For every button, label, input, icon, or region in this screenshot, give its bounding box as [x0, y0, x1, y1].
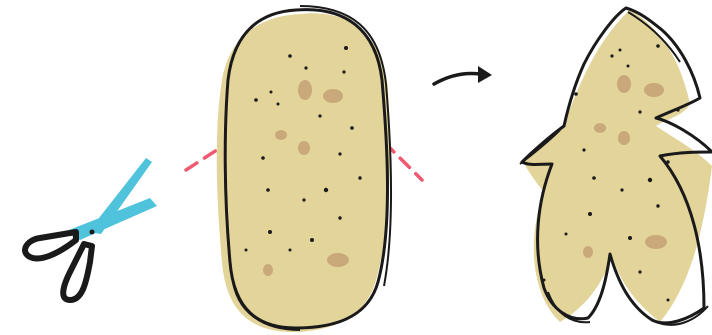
scissors-handle-right	[63, 244, 92, 300]
scissors-icon	[25, 158, 157, 300]
curved-arrow-icon	[434, 66, 492, 84]
dough-oval-fill	[217, 13, 390, 332]
scissors-handle-left	[25, 232, 76, 258]
dough-oval-icon	[217, 6, 391, 332]
dough-tree-shape-icon	[520, 8, 712, 325]
